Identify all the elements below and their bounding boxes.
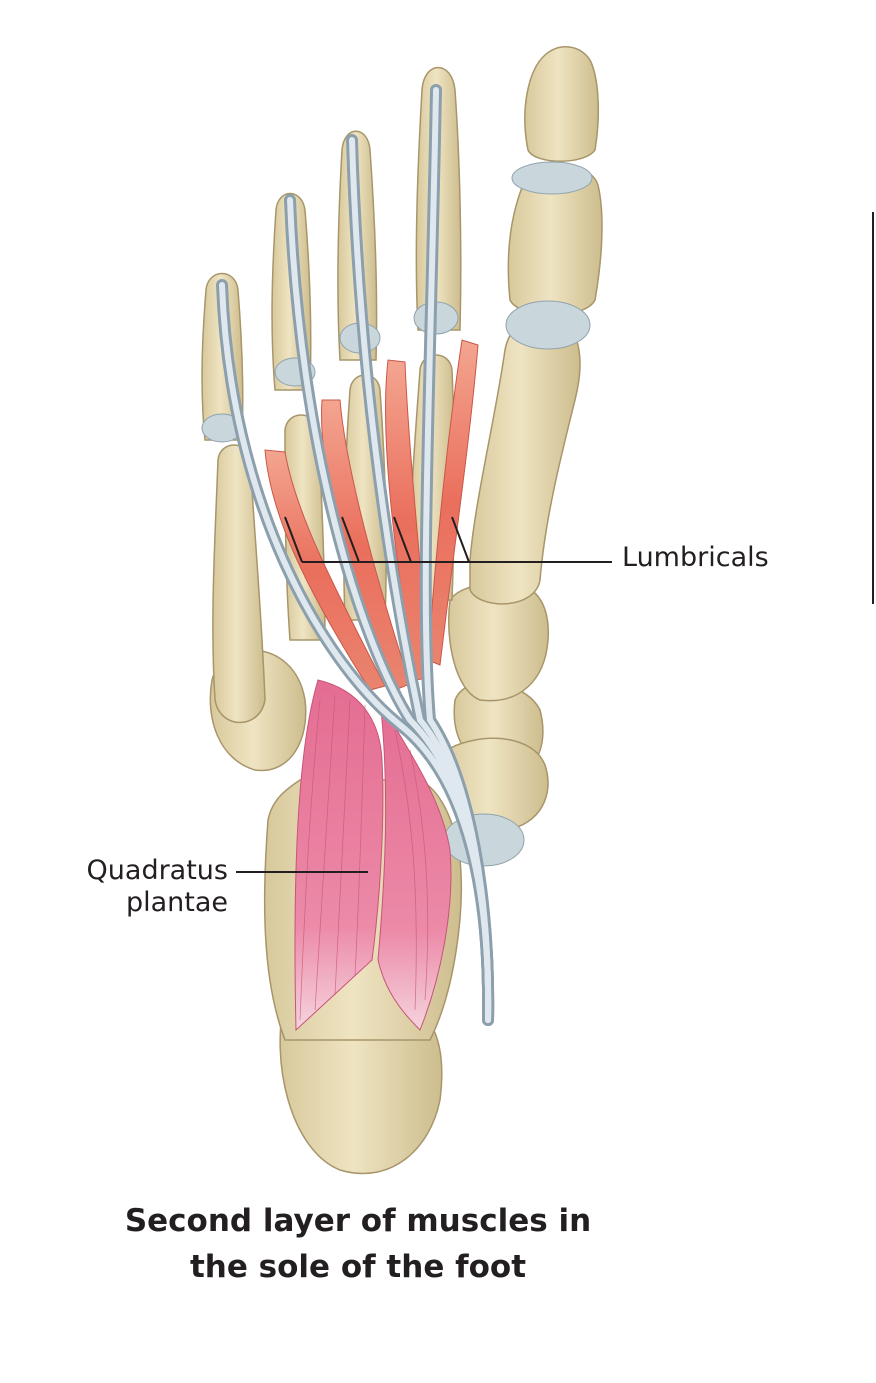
calcaneus-bone bbox=[279, 999, 443, 1175]
lumbrical-1 bbox=[427, 339, 479, 666]
flexor-tendons-highlight bbox=[219, 87, 492, 1023]
figure-caption: Second layer of muscles in the sole of t… bbox=[0, 1198, 716, 1290]
quadratus-label-line-1: Quadratus bbox=[86, 855, 228, 886]
caption-line-2: the sole of the foot bbox=[189, 1249, 527, 1285]
lumbricals-label: Lumbricals bbox=[622, 542, 769, 573]
leader-lines bbox=[236, 516, 612, 873]
hallux-distal-phalanx bbox=[524, 46, 600, 162]
metatarsal-1-bone bbox=[469, 315, 581, 605]
lumbricals-leader-tick-2 bbox=[341, 516, 360, 563]
caption-line-1: Second layer of muscles in bbox=[124, 1203, 592, 1239]
lumbricals-leader-tick-3 bbox=[393, 516, 412, 563]
lumbrical-muscles bbox=[264, 339, 479, 691]
lumbricals-leader-tick-1 bbox=[284, 516, 303, 563]
quadratus-plantae-label: Quadratus plantae bbox=[87, 855, 228, 919]
quadratus-plantae-muscle bbox=[294, 679, 452, 1032]
quadratus-label-line-2: plantae bbox=[125, 887, 228, 918]
lumbricals-leader-tick-4 bbox=[451, 516, 470, 563]
right-edge-bracket bbox=[872, 212, 874, 604]
